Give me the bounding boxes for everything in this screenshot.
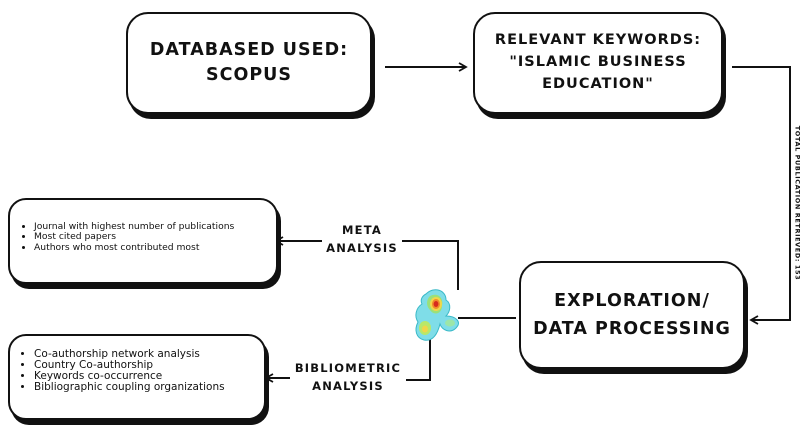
meta-analysis-title-line2: ANALYSIS xyxy=(326,240,398,255)
database-box: DATABASED USED: SCOPUS xyxy=(126,12,372,114)
list-item: Keywords co-occurrence xyxy=(34,371,264,382)
meta-analysis-label: META ANALYSIS xyxy=(322,222,402,258)
arrow-keywords-to-exploration xyxy=(732,66,791,325)
list-item: Most cited papers xyxy=(34,231,276,242)
list-item: Co-authorship network analysis xyxy=(34,348,264,360)
meta-analysis-list-box: Journal with highest number of publicati… xyxy=(8,198,278,284)
exploration-box-line2: DATA PROCESSING xyxy=(533,319,731,339)
heatmap-blob-icon xyxy=(415,289,459,341)
meta-analysis-list: Journal with highest number of publicati… xyxy=(20,221,276,253)
total-publication-text: TOTAL PUBLICATION RETRIEVED: 153 xyxy=(793,125,801,281)
keywords-box-line2: "ISLAMIC BUSINESS xyxy=(509,54,687,71)
list-item: Journal with highest number of publicati… xyxy=(34,221,276,232)
list-item: Authors who most contributed most xyxy=(34,242,276,253)
database-box-line1: DATABASED USED: xyxy=(149,39,349,60)
list-item: Country Co-authorship xyxy=(34,359,264,371)
keywords-box: RELEVANT KEYWORDS: "ISLAMIC BUSINESS EDU… xyxy=(473,12,723,114)
exploration-box-line1: EXPLORATION/ xyxy=(554,291,710,311)
bibliometric-analysis-list: Co-authorship network analysis Country C… xyxy=(20,348,264,393)
keywords-box-line3: EDUCATION" xyxy=(542,75,654,92)
connector-to-bibliometric xyxy=(406,336,431,381)
meta-analysis-title-line1: META xyxy=(342,223,382,237)
keywords-box-line1: RELEVANT KEYWORDS: xyxy=(494,32,702,49)
exploration-box: EXPLORATION/ DATA PROCESSING xyxy=(519,261,745,369)
bibliometric-analysis-label: BIBLIOMETRIC ANALYSIS xyxy=(290,360,406,396)
database-box-line2: SCOPUS xyxy=(206,65,292,85)
list-item: Bibliographic coupling organizations xyxy=(34,382,264,393)
bibliometric-analysis-title-line1: BIBLIOMETRIC xyxy=(294,361,402,375)
bibliometric-analysis-list-box: Co-authorship network analysis Country C… xyxy=(8,334,266,420)
total-publication-label: TOTAL PUBLICATION RETRIEVED: 153 xyxy=(790,118,804,288)
connector-to-meta xyxy=(402,240,459,290)
bibliometric-analysis-title-line2: ANALYSIS xyxy=(312,378,384,393)
